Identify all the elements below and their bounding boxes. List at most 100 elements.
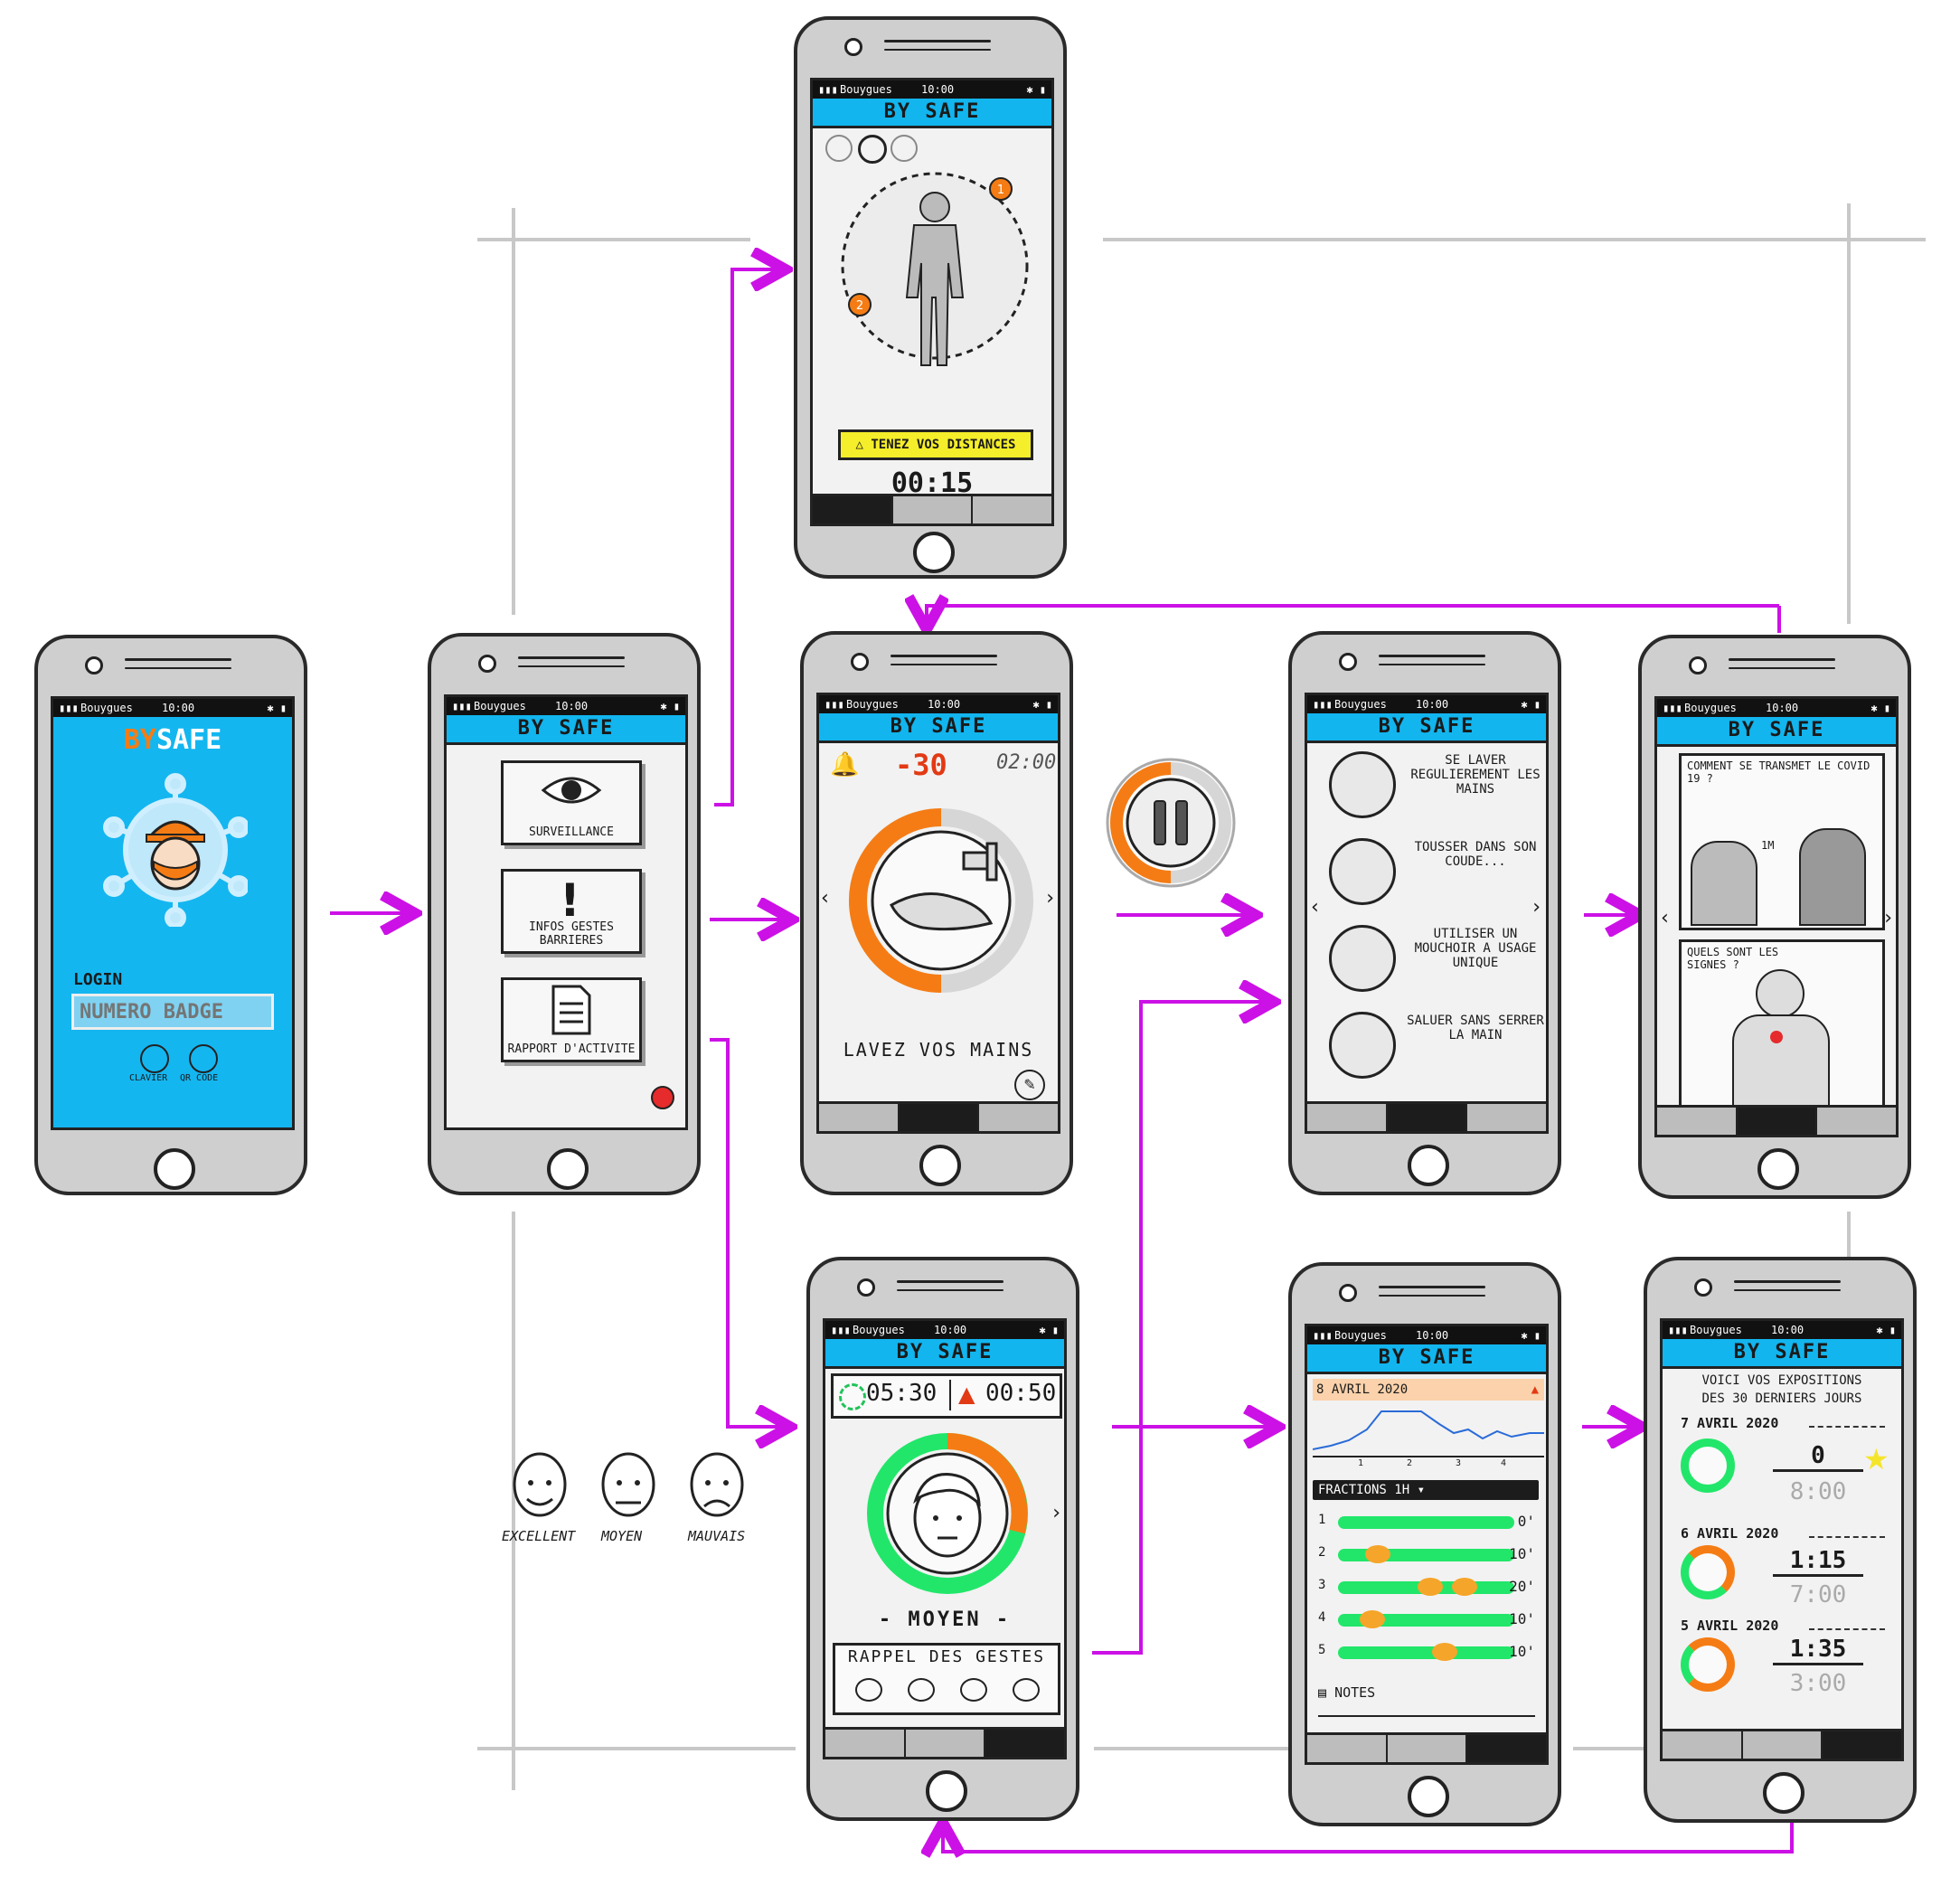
face-ring-orange <box>1681 1637 1735 1692</box>
record-indicator <box>651 1086 674 1109</box>
tab-infos[interactable] <box>1387 1104 1468 1131</box>
cough-elbow-illustration <box>1329 838 1396 905</box>
gesture-dot[interactable] <box>908 1678 935 1702</box>
speaker-grille <box>890 655 997 657</box>
tab-bar <box>825 1727 1064 1757</box>
badge-number-input[interactable] <box>71 994 274 1030</box>
mute-icon[interactable] <box>858 135 887 164</box>
phone-distance-screen: ▮▮▮Bouygues 10:00✱ ▮ BY SAFE 1 2 △ TENEZ… <box>794 16 1067 579</box>
speaker-grille <box>125 658 231 661</box>
camera-icon <box>1339 653 1357 671</box>
mood-screen: ▮▮▮Bouygues 10:00✱ ▮ BY SAFE 05:30 ▲ 00:… <box>823 1318 1067 1759</box>
pause-timer-widget[interactable] <box>1089 741 1252 904</box>
exposure-day: 6 AVRIL 2020 1:15 7:00 <box>1673 1525 1890 1625</box>
chevron-right-icon[interactable]: › <box>1046 887 1054 910</box>
vibrate-icon[interactable] <box>890 135 918 162</box>
tab-bar <box>1657 1105 1896 1135</box>
phone-info-screen: ▮▮▮Bouygues 10:00✱ ▮ BY SAFE COMMENT SE … <box>1638 635 1911 1199</box>
app-title-bar: BY SAFE <box>1307 713 1546 743</box>
face-ring-mixed <box>1681 1545 1735 1599</box>
neutral-face-icon <box>913 1473 982 1558</box>
tab-infos[interactable] <box>893 496 974 523</box>
warning-triangle-icon: ▲ <box>1531 1382 1539 1397</box>
tab-infos[interactable] <box>1388 1735 1468 1762</box>
symptoms-card: QUELS SONT LES SIGNES ? <box>1679 939 1885 1109</box>
tab-surveillance[interactable] <box>819 1104 900 1131</box>
x-tick: 3 <box>1456 1458 1462 1468</box>
gesture-dot[interactable] <box>855 1678 882 1702</box>
alert-time: 00:50 <box>985 1380 1057 1407</box>
tab-report[interactable] <box>985 1730 1064 1757</box>
menu-barrier-gestures-button[interactable]: ! INFOS GESTES BARRIERES <box>501 869 642 954</box>
tab-report[interactable] <box>1467 1104 1546 1131</box>
tab-surveillance[interactable] <box>813 496 893 523</box>
home-button[interactable] <box>1757 1148 1799 1190</box>
camera-icon <box>851 653 869 671</box>
tab-report[interactable] <box>1817 1108 1896 1135</box>
handwash-progress-ring <box>849 808 1033 993</box>
tab-bar <box>1307 1101 1546 1131</box>
chevron-left-icon[interactable]: ‹ <box>821 887 829 910</box>
home-button[interactable] <box>919 1145 961 1186</box>
menu-surveillance-button[interactable]: SURVEILLANCE <box>501 760 642 845</box>
qr-code-icon[interactable] <box>189 1044 218 1073</box>
chevron-right-icon[interactable]: › <box>1532 896 1541 919</box>
chevron-right-icon[interactable]: › <box>1884 907 1892 929</box>
home-button[interactable] <box>154 1148 195 1190</box>
tab-report[interactable] <box>1467 1735 1546 1762</box>
clavier-label: CLAVIER <box>129 1073 168 1083</box>
gesture-dot[interactable] <box>1013 1678 1040 1702</box>
home-button[interactable] <box>1408 1776 1449 1817</box>
exposure-day: 7 AVRIL 2020 0 8:00 ★ <box>1681 1415 1889 1505</box>
app-title-bar: BY SAFE <box>447 715 685 745</box>
speaker-grille <box>1379 1286 1485 1288</box>
face-ring-green <box>1681 1438 1735 1493</box>
gestures-reminder-panel[interactable]: RAPPEL DES GESTES <box>833 1643 1060 1715</box>
tab-surveillance[interactable] <box>1657 1108 1738 1135</box>
tab-infos[interactable] <box>906 1730 986 1757</box>
status-bar: ▮▮▮Bouygues 10:00✱ ▮ <box>825 1321 1064 1339</box>
gesture-dot[interactable] <box>960 1678 987 1702</box>
status-bar: ▮▮▮Bouygues 10:00✱ ▮ <box>53 699 292 717</box>
tab-bar <box>813 494 1051 523</box>
notes-section[interactable]: ▤ NOTES <box>1318 1684 1376 1701</box>
home-button[interactable] <box>926 1770 967 1812</box>
tab-surveillance[interactable] <box>1307 1104 1388 1131</box>
status-bar: ▮▮▮Bouygues 10:00✱ ▮ <box>813 80 1051 99</box>
chevron-right-icon[interactable]: › <box>1052 1502 1060 1524</box>
handwash-screen: ▮▮▮Bouygues 10:00✱ ▮ BY SAFE 🔔 -30 02:00… <box>816 693 1060 1134</box>
phone-tips-screen: ▮▮▮Bouygues 10:00✱ ▮ BY SAFE SE LAVER RE… <box>1288 631 1561 1195</box>
keyboard-icon[interactable] <box>140 1044 169 1073</box>
chevron-left-icon[interactable]: ‹ <box>1661 907 1669 929</box>
menu-activity-report-button[interactable]: RAPPORT D'ACTIVITE <box>501 977 642 1062</box>
fractions-dropdown[interactable]: FRACTIONS 1H ▾ <box>1313 1480 1539 1500</box>
person-silhouette-icon <box>905 192 965 366</box>
tab-infos[interactable] <box>899 1104 980 1131</box>
tab-surveillance[interactable] <box>1307 1735 1388 1762</box>
info-screen: ▮▮▮Bouygues 10:00✱ ▮ BY SAFE COMMENT SE … <box>1654 696 1899 1137</box>
tab-surveillance[interactable] <box>1663 1731 1743 1759</box>
tab-bar <box>1663 1729 1901 1759</box>
bell-icon[interactable]: 🔔 <box>830 751 860 778</box>
tab-surveillance[interactable] <box>825 1730 906 1757</box>
tab-report[interactable] <box>979 1104 1058 1131</box>
home-button[interactable] <box>547 1148 589 1190</box>
home-button[interactable] <box>913 532 955 573</box>
login-label: LOGIN <box>73 970 123 989</box>
tab-infos[interactable] <box>1737 1108 1818 1135</box>
tissue-illustration <box>1329 925 1396 992</box>
home-button[interactable] <box>1408 1145 1449 1186</box>
chevron-left-icon[interactable]: ‹ <box>1311 896 1319 919</box>
person-right-illustration <box>1799 828 1866 926</box>
edit-pencil-icon[interactable]: ✎ <box>1014 1070 1045 1100</box>
nearby-person-marker-1 <box>989 177 1013 201</box>
sound-icon[interactable] <box>825 135 853 162</box>
home-button[interactable] <box>1763 1772 1805 1814</box>
tip-tissue: UTILISER UN MOUCHOIR A USAGE UNIQUE <box>1329 918 1536 997</box>
camera-icon <box>1339 1284 1357 1302</box>
tab-report[interactable] <box>1823 1731 1901 1759</box>
tab-report[interactable] <box>973 496 1051 523</box>
tab-infos[interactable] <box>1743 1731 1823 1759</box>
report-screen: ▮▮▮Bouygues 10:00✱ ▮ BY SAFE 8 AVRIL 202… <box>1305 1324 1549 1765</box>
